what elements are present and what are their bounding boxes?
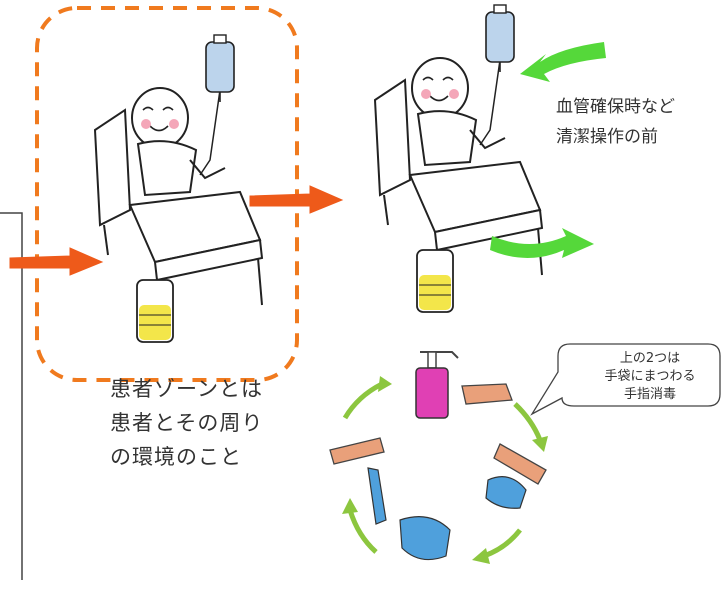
caption-line: の環境のこと (110, 445, 242, 469)
green-arrow-icon-2 (490, 228, 594, 258)
orange-arrow-icon (9, 247, 104, 276)
caption-line: 清潔操作の前 (556, 127, 658, 147)
caption-line: 血管確保時など (556, 97, 675, 117)
caption-line: 患者ゾーンとは (110, 377, 263, 401)
glove-icon (367, 467, 527, 561)
caption-line: 患者とその周り (110, 411, 264, 435)
callout-text: 上の2つは 手袋にまつわる 手指消毒 (580, 350, 720, 404)
sanitizer-bottle-icon (415, 351, 459, 419)
callout-bubble (530, 343, 721, 416)
orange-arrow-icon-2 (249, 185, 344, 214)
patient-zone-caption: 患者ゾーンとは 患者とその周り の環境のこと (110, 372, 263, 474)
hand-washing-icon (329, 383, 547, 485)
bracket-line (0, 212, 23, 580)
patient-in-bed-icon (94, 34, 263, 343)
callout-line: 手指消毒 (623, 387, 676, 402)
patient-in-bed-icon-2 (374, 4, 543, 313)
green-arrow-icon (520, 42, 606, 82)
callout-line: 上の2つは (619, 351, 681, 366)
callout-line: 手袋にまつわる (604, 369, 696, 384)
hand-hygiene-cycle (329, 351, 548, 564)
iv-procedure-caption: 血管確保時など 清潔操作の前 (556, 92, 675, 152)
